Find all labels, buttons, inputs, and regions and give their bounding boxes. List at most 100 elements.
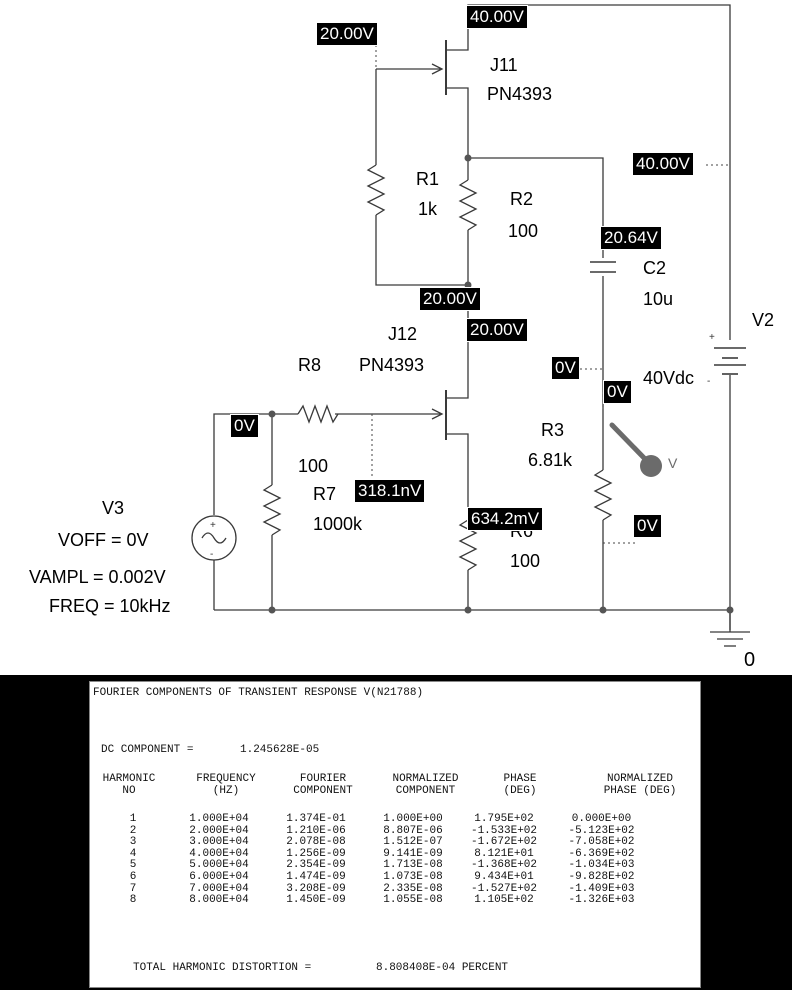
j11-source-lead (446, 87, 469, 158)
harmonic-cell: 9.141E-09 (383, 847, 443, 860)
harmonic-cell: -1.368E+02 (470, 859, 537, 872)
harmonic-cell: 2.335E-08 (383, 882, 443, 895)
node-r7-ground (268, 606, 276, 614)
r2-name: R2 (510, 189, 534, 209)
v2-value: 40Vdc (643, 368, 695, 388)
j11-part: PN4393 (487, 84, 553, 104)
harmonic-cell: 1.105E+02 (474, 894, 534, 907)
harmonic-cell: -9.828E+02 (568, 870, 635, 883)
svg-text:-: - (707, 376, 710, 387)
harmonic-cell: 1.713E-08 (383, 859, 443, 872)
harmonic-cell: 9.434E+01 (474, 870, 534, 883)
harmonic-cell: 1.450E-09 (286, 894, 346, 907)
r1-zigzag (366, 164, 386, 216)
node-r6-ground (464, 606, 472, 614)
v3-name: V3 (102, 498, 125, 518)
harmonic-row: 6 6.000E+04 1.474E-09 1.073E-08 9.434E+01 -9.… (98, 870, 659, 884)
harmonic-cell: 7.000E+04 (189, 882, 249, 895)
harmonic-cell: 6.000E+04 (189, 870, 249, 883)
c2-value: 10u (643, 289, 674, 309)
r1-name: R1 (416, 169, 440, 189)
thd-value: 8.808408E-04 PERCENT (376, 962, 509, 974)
harmonic-cell: -1.409E+03 (568, 882, 635, 895)
r2-zigzag (458, 179, 478, 231)
r6-value: 100 (510, 551, 541, 571)
r7-zigzag (262, 484, 282, 536)
voltage-marker-c2-bottom[interactable]: 0V (551, 356, 580, 380)
j12-part: PN4393 (359, 355, 425, 375)
svg-text:+: + (709, 332, 715, 343)
harmonic-cell: 1.210E-06 (286, 824, 346, 837)
voltage-marker-j12-drain-right[interactable]: 20.00V (466, 318, 528, 342)
node-v2-ground (726, 606, 734, 614)
voltage-marker-r3-top[interactable]: 0V (603, 380, 632, 404)
harmonic-cell: 2.078E-08 (286, 836, 346, 849)
harmonic-cell: 6 (129, 870, 137, 883)
svg-text:-: - (210, 549, 213, 560)
node-r8-r7 (268, 410, 276, 418)
svg-text:+: + (210, 520, 216, 531)
probe-label: V (668, 455, 678, 471)
voltage-marker-r3-bottom[interactable]: 0V (633, 514, 662, 538)
c2-name: C2 (643, 258, 667, 278)
harmonic-cell: 1.474E-09 (286, 870, 346, 883)
j12-source-lead (446, 433, 469, 520)
node-r1-r2 (464, 281, 472, 289)
harmonic-cell: 8.121E+01 (474, 847, 534, 860)
r7-name: R7 (313, 484, 337, 504)
harmonic-cell: -6.369E+02 (568, 847, 635, 860)
harmonic-cell: 4 (129, 847, 137, 860)
j11-name: J11 (490, 55, 518, 75)
dc-component-value: 1.245628E-05 (240, 744, 320, 756)
harmonic-cell: 3 (129, 836, 137, 849)
r3-zigzag (593, 469, 613, 521)
j12-gate-arrow (431, 408, 444, 420)
harmonic-cell: 1 (129, 813, 137, 825)
j12-drain-lead (446, 345, 469, 399)
j11-drain-lead (446, 38, 469, 51)
r1-value: 1k (418, 199, 438, 219)
harmonic-cell: 2.000E+04 (189, 824, 249, 837)
harmonic-cell: 2.354E-09 (286, 859, 346, 872)
voltage-marker-v3-out[interactable]: 0V (230, 414, 259, 438)
r2-value: 100 (508, 221, 539, 241)
thd-label: TOTAL HARMONIC DISTORTION = (133, 962, 312, 974)
harmonic-cell: 8.000E+04 (189, 894, 249, 907)
harmonic-cell: -1.034E+03 (568, 859, 635, 872)
fourier-title: FOURIER COMPONENTS OF TRANSIENT RESPONSE… (93, 687, 424, 699)
harmonic-cell: 1.512E-07 (383, 836, 443, 849)
harmonic-cell: 3.000E+04 (189, 836, 249, 849)
voltage-marker-j11-gate[interactable]: 20.00V (316, 22, 378, 46)
harmonic-cell: 0.000E+00 (571, 813, 632, 825)
voltage-marker-j12-drain-left[interactable]: 20.00V (419, 287, 481, 311)
voltage-marker-j12-source[interactable]: 634.2mV (467, 507, 544, 531)
voltage-marker-c2-top[interactable]: 20.64V (600, 226, 662, 250)
voltage-marker-v2-plus[interactable]: 40.00V (632, 152, 694, 176)
harmonic-cell: 5 (129, 859, 137, 872)
voltage-marker-j11-drain[interactable]: 40.00V (466, 5, 528, 29)
harmonic-cell: 1.055E-08 (383, 894, 443, 907)
r6-zigzag (458, 519, 478, 571)
j11-gate-arrow (431, 63, 444, 75)
harmonic-row: 5 5.000E+04 2.354E-09 1.713E-08 -1.368E+02 -1… (98, 860, 659, 872)
harmonic-cell: 1.073E-08 (383, 870, 443, 883)
harmonic-cell: 5.000E+04 (189, 859, 249, 872)
wire-to-c2 (468, 157, 604, 258)
voltage-probe-icon (640, 455, 662, 477)
v2-name: V2 (752, 310, 775, 330)
harmonic-cell: -1.533E+02 (470, 824, 537, 837)
header-frequency: FREQUENCY(HZ) (196, 773, 256, 797)
v3-vampl: VAMPL = 0.002V (29, 567, 166, 587)
harmonic-cell: 2 (129, 824, 137, 837)
voltage-marker-j12-gate[interactable]: 318.1nV (354, 479, 426, 503)
harmonic-cell: 1.795E+02 (474, 813, 534, 825)
header-phase: PHASE(DEG) (503, 773, 537, 797)
